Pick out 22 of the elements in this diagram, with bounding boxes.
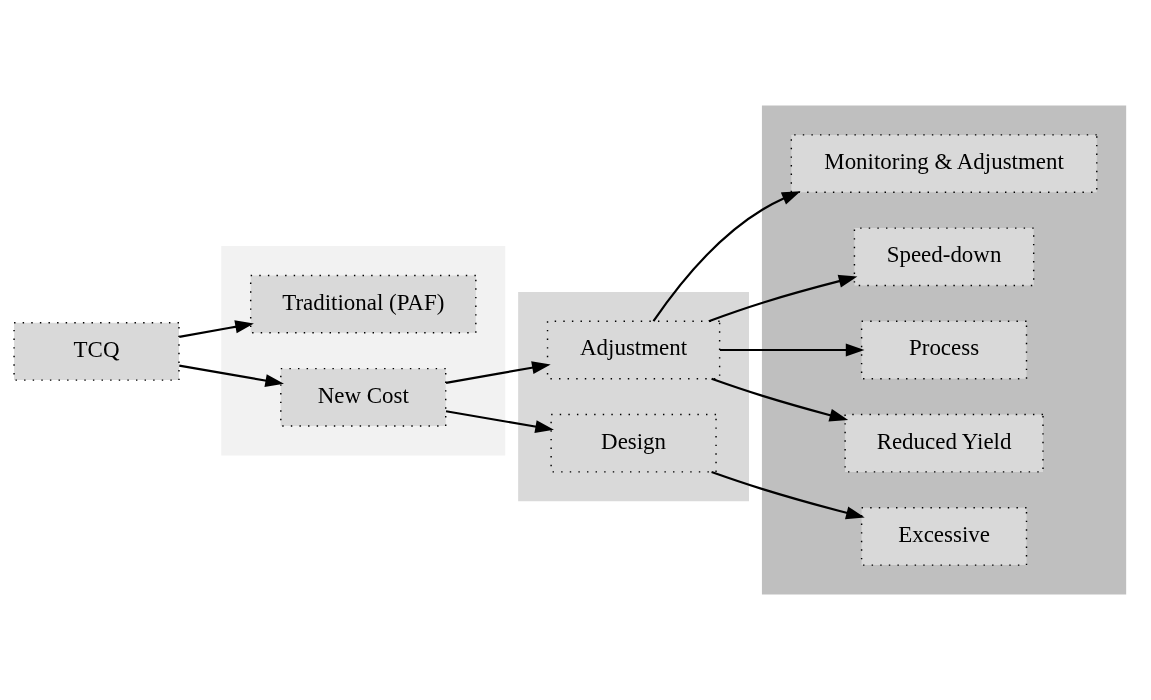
arrow bbox=[179, 364, 284, 388]
node-box: Excessive bbox=[860, 507, 1028, 566]
cluster bbox=[761, 105, 1127, 595]
node-box: Monitoring & Adjustment bbox=[790, 134, 1098, 193]
arrow bbox=[652, 191, 801, 322]
arrow bbox=[445, 410, 554, 434]
node-box: Traditional (PAF) bbox=[249, 274, 477, 334]
arrow bbox=[711, 377, 849, 422]
node-box: Speed-down bbox=[853, 227, 1035, 287]
node-box: Reduced Yield bbox=[844, 413, 1044, 473]
node-box: Design bbox=[550, 413, 717, 473]
node-box: New Cost bbox=[280, 367, 447, 427]
arrow bbox=[179, 320, 254, 338]
cluster bbox=[518, 291, 749, 502]
cluster bbox=[221, 246, 506, 456]
node-box: Adjustment bbox=[546, 320, 721, 380]
node-box: TCQ bbox=[13, 322, 180, 381]
node-box: Process bbox=[860, 320, 1028, 380]
arrow bbox=[711, 470, 865, 520]
arrow bbox=[719, 343, 865, 357]
arrow bbox=[708, 274, 858, 323]
arrow bbox=[445, 361, 551, 384]
